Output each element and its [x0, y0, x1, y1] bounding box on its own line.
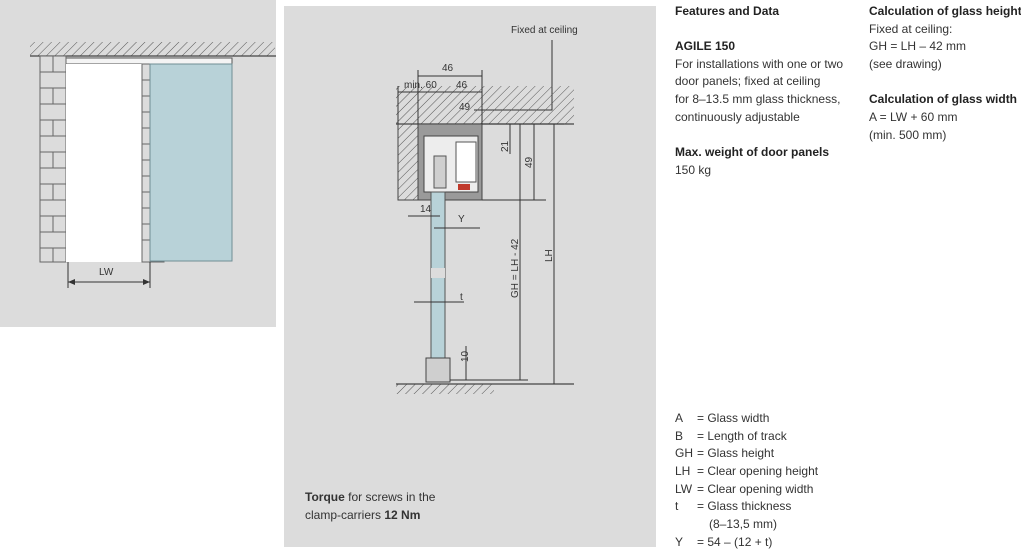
legend-row: A= Glass width: [675, 411, 770, 425]
right-dimensions: [450, 123, 564, 384]
glass-width-line-2: (min. 500 mm): [869, 128, 947, 142]
dim-t: t: [460, 292, 463, 303]
glass-width-heading: Calculation of glass width: [869, 92, 1018, 106]
torque-value: 12 Nm: [384, 507, 421, 522]
top-dimensions: [397, 70, 483, 124]
clear-opening: [66, 64, 142, 262]
features-heading: Features and Data: [675, 4, 780, 18]
fixed-at-ceiling-label: Fixed at ceiling: [511, 25, 578, 36]
ceiling-hatch: [30, 42, 275, 56]
feature-line-1: For installations with one or two: [675, 57, 844, 71]
dim-14: 14: [420, 204, 432, 215]
max-weight-value: 150 kg: [675, 163, 712, 177]
product-name: AGILE 150: [675, 39, 736, 53]
carriage-stop: [458, 184, 470, 190]
lw-label: LW: [99, 267, 114, 278]
glass-height-line-1: Fixed at ceiling:: [869, 22, 953, 36]
lw-dimension: [67, 262, 151, 288]
feature-line-2: door panels; fixed at ceiling: [675, 74, 821, 88]
feature-line-4: continuously adjustable: [675, 110, 800, 124]
glass-height-heading: Calculation of glass height: [869, 4, 1021, 18]
dim-49-small: 49: [459, 102, 471, 113]
legend-row: Y= 54 – (12 + t): [675, 535, 773, 549]
legend-row: B= Length of track: [675, 429, 787, 443]
floor-guide: [425, 357, 451, 383]
track-rail: [63, 57, 233, 65]
dim-lh: LH: [544, 249, 555, 262]
legend-row: GH= Glass height: [675, 446, 775, 460]
glass-door-panel: [149, 63, 233, 262]
dim-21: 21: [500, 140, 511, 152]
feature-line-3: for 8–13.5 mm glass thickness,: [675, 92, 841, 106]
legend-row: t= Glass thickness: [675, 499, 792, 513]
dim-46-top: 46: [442, 63, 454, 74]
dim-10: 10: [460, 350, 471, 362]
wall-section: [397, 123, 419, 201]
dim-y: Y: [458, 214, 465, 225]
torque-note: Torque for screws in the clamp-carriers …: [305, 489, 435, 524]
glass-width-line-1: A = LW + 60 mm: [869, 110, 958, 124]
dim-49: 49: [524, 156, 535, 168]
legend-row: LH= Clear opening height: [675, 464, 819, 478]
section-drawing: Fixed at ceiling 46 min. 60 46 49: [396, 25, 578, 394]
dim-gh: GH = LH - 42: [510, 238, 521, 298]
brick-wall: [39, 55, 67, 263]
glass-height-line-3: (see drawing): [869, 57, 942, 71]
lower-dimensions: [408, 215, 480, 380]
glass-section: [430, 191, 446, 381]
elevation-drawing: LW: [30, 42, 276, 288]
elevation-drawing-panel: LW: [0, 0, 276, 327]
roller-carriage: [455, 141, 477, 183]
floor-hatch: [396, 384, 494, 394]
legend-row: LW= Clear opening width: [675, 482, 814, 496]
torque-text-line2: clamp-carriers: [305, 507, 385, 522]
torque-text: for screws in the: [344, 490, 436, 504]
legend-row: (8–13,5 mm): [709, 517, 778, 531]
glass-height-line-2: GH = LH – 42 mm: [869, 39, 967, 53]
dim-46: 46: [456, 80, 468, 91]
section-drawing-panel: Fixed at ceiling 46 min. 60 46 49: [284, 6, 656, 547]
max-weight-heading: Max. weight of door panels: [675, 145, 830, 159]
dim-min60: min. 60: [404, 80, 437, 91]
torque-label: Torque: [305, 490, 345, 504]
